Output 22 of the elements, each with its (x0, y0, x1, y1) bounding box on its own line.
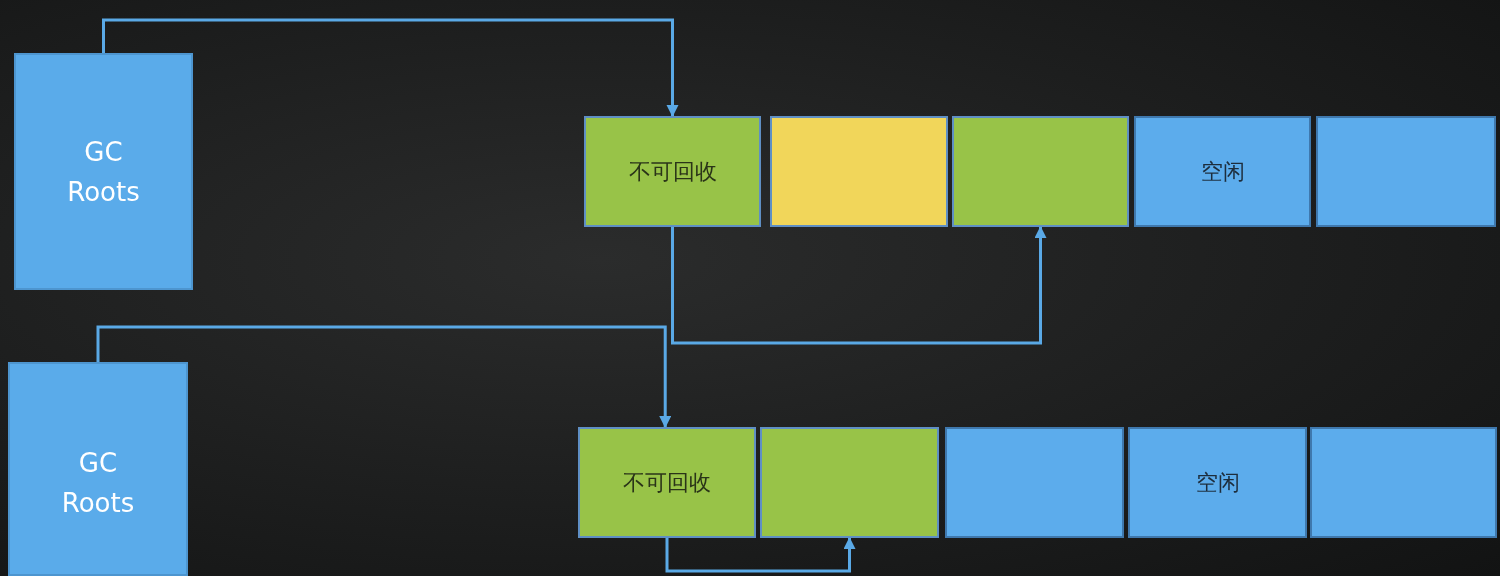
memory-cell (770, 116, 948, 227)
arrow (671, 226, 1047, 345)
memory-cell (584, 116, 761, 227)
memory-cell (952, 116, 1129, 227)
memory-cell (1134, 116, 1311, 227)
gc-roots-box (8, 362, 188, 576)
root-label: GC Roots (60, 447, 136, 520)
arrow (96, 325, 672, 428)
memory-cell (945, 427, 1124, 538)
root-label: GC Roots (66, 135, 141, 209)
cell-label: 空闲 (1195, 468, 1240, 497)
gc-roots-box (14, 53, 193, 290)
memory-cell (1316, 116, 1496, 227)
memory-cell (1310, 427, 1497, 538)
memory-cell (1128, 427, 1307, 538)
cell-label: 不可回收 (623, 468, 711, 497)
cell-label: 空闲 (1200, 157, 1245, 186)
memory-cell (760, 427, 939, 538)
arrow (102, 18, 679, 117)
cell-label: 不可回收 (628, 157, 717, 186)
memory-cell (578, 427, 756, 538)
arrow (665, 537, 856, 573)
